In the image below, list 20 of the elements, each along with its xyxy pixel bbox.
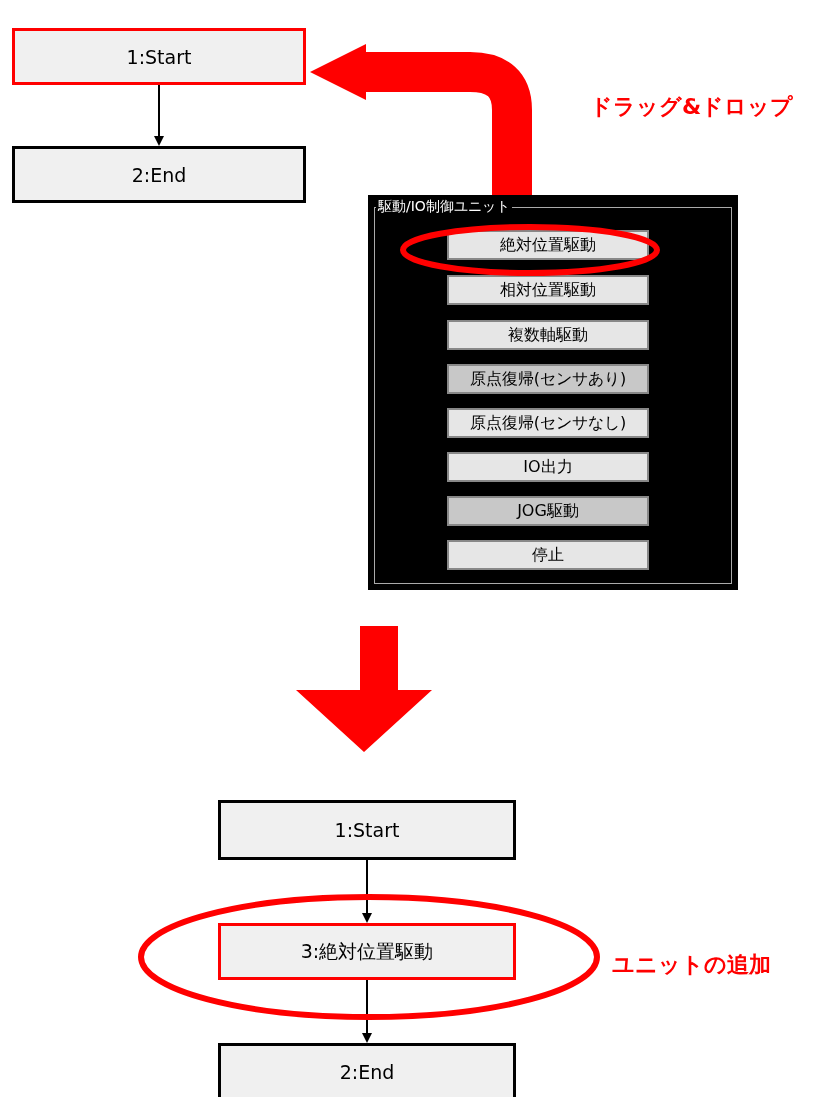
annotation-text: ユニットの追加 (612, 951, 771, 979)
arrow (362, 859, 372, 923)
unit-button: 相対位置駆動 (447, 275, 649, 305)
process-box: 3:絶対位置駆動 (218, 923, 516, 980)
unit-button: 原点復帰(センサなし) (447, 408, 649, 438)
panel-title: 駆動/IO制御ユニット (376, 198, 512, 216)
unit-button: 複数軸駆動 (447, 320, 649, 350)
arrow (154, 84, 164, 146)
unit-button: 絶対位置駆動 (447, 230, 649, 260)
unit-button: 停止 (447, 540, 649, 570)
process-box: 2:End (12, 146, 306, 203)
arrow (362, 979, 372, 1043)
unit-button: 原点復帰(センサあり) (447, 364, 649, 394)
unit-button: JOG駆動 (447, 496, 649, 526)
process-box: 1:Start (12, 28, 306, 85)
process-box: 1:Start (218, 800, 516, 860)
process-box: 2:End (218, 1043, 516, 1097)
unit-button: IO出力 (447, 452, 649, 482)
unit-panel (368, 195, 738, 590)
annotation-text: ドラッグ&ドロップ (590, 93, 794, 121)
